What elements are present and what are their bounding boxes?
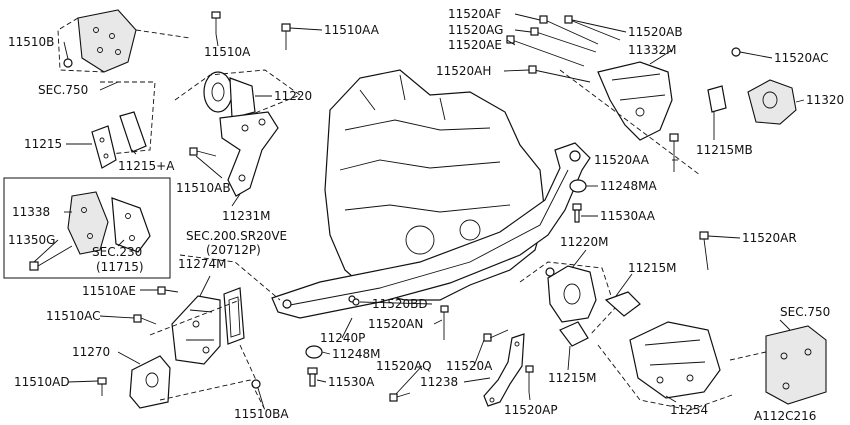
- mount-pad-11215: [91, 125, 117, 169]
- label-11530A: 11530A: [328, 375, 375, 389]
- label-11320: 11320: [806, 93, 844, 107]
- bolt-11520AP: [525, 365, 534, 392]
- label-sec750-upper: SEC.750: [38, 83, 88, 97]
- bracket-11231M: [219, 111, 279, 197]
- label-11510AC: 11510AC: [46, 309, 101, 323]
- bolt-11520AR: [699, 231, 709, 271]
- bolt-11520AA: [669, 133, 679, 172]
- label-11530AA: 11530AA: [600, 209, 656, 223]
- diagram-id: A112C216: [754, 409, 816, 423]
- label-11332M: 11332M: [628, 43, 677, 57]
- label-11510AA: 11510AA: [324, 23, 380, 37]
- label-11240P: 11240P: [320, 331, 365, 345]
- label-11350G: 11350G: [8, 233, 55, 247]
- label-11238: 11238: [420, 375, 458, 389]
- label-11510BA: 11510BA: [234, 407, 289, 421]
- bracket-11238: [483, 333, 525, 407]
- label-11715: (11715): [96, 260, 144, 274]
- plate-sec230: [111, 197, 151, 253]
- bolt-11530A: [307, 367, 318, 387]
- label-11270: 11270: [72, 345, 110, 359]
- bolts-upper-right: [506, 15, 621, 83]
- label-sec200: SEC.200.SR20VE: [186, 229, 287, 243]
- label-11520AC: 11520AC: [774, 51, 829, 65]
- bracket-sec750-lower: [729, 325, 827, 405]
- label-11520AE: 11520AE: [448, 38, 502, 52]
- label-11520BD: 11520BD: [372, 297, 428, 311]
- bushing-11248M: [305, 345, 323, 359]
- label-11231M: 11231M: [222, 209, 271, 223]
- mount-11220M: [519, 261, 616, 336]
- bolt-11520AQ: [389, 392, 411, 402]
- label-11248MA: 11248MA: [600, 179, 658, 193]
- bracket-11274M: [171, 295, 221, 365]
- pad-11215M-lower: [559, 321, 589, 347]
- label-11520AF: 11520AF: [448, 7, 501, 21]
- label-11520A: 11520A: [446, 359, 493, 373]
- label-11520AP: 11520AP: [504, 403, 558, 417]
- pad-11215MB: [707, 85, 727, 113]
- bracket-11254: [597, 321, 733, 411]
- label-11510AE: 11510AE: [82, 284, 136, 298]
- bolt-11520A: [483, 329, 509, 342]
- label-11520AH: 11520AH: [436, 64, 491, 78]
- bracket-11338: [67, 191, 109, 255]
- label-11520AQ: 11520AQ: [376, 359, 432, 373]
- bolt-11510AC: [133, 314, 157, 325]
- assembly-guide-lines-sec200: [179, 254, 281, 301]
- label-11520AR: 11520AR: [742, 231, 797, 245]
- bolt-11510AD: [97, 377, 107, 396]
- bolt-11510A: [211, 11, 221, 34]
- label-11510AB: 11510AB: [176, 181, 231, 195]
- label-11510A: 11510A: [204, 45, 251, 59]
- label-11254: 11254: [670, 403, 708, 417]
- detail-inset-box: [3, 177, 171, 279]
- mount-11270: [129, 355, 171, 409]
- label-11520AB: 11520AB: [628, 25, 683, 39]
- label-11220: 11220: [274, 89, 312, 103]
- label-11520AG: 11520AG: [448, 23, 503, 37]
- bolt-11510B: [63, 58, 73, 68]
- bracket-sec750-upper: [57, 9, 191, 156]
- bolt-11530AA: [572, 203, 582, 223]
- bolt-11350G: [29, 245, 73, 271]
- label-11215MB: 11215MB: [696, 143, 753, 157]
- label-11215M-lower: 11215M: [548, 371, 597, 385]
- label-11510B: 11510B: [8, 35, 54, 49]
- label-11274M: 11274M: [178, 257, 227, 271]
- label-11510AD: 11510AD: [14, 375, 70, 389]
- bushing-11248MA: [569, 179, 587, 193]
- mount-11220: [174, 69, 301, 119]
- label-11248M: 11248M: [332, 347, 381, 361]
- bolt-11510AB: [189, 147, 217, 157]
- label-20712P: (20712P): [206, 243, 261, 257]
- label-11220M: 11220M: [560, 235, 609, 249]
- label-11338: 11338: [12, 205, 50, 219]
- label-11215: 11215: [24, 137, 62, 151]
- label-11215A: 11215+A: [118, 159, 175, 173]
- mount-pad-11215A: [119, 111, 147, 153]
- label-sec750-lower: SEC.750: [780, 305, 830, 319]
- callout-labels: 11510B 11510A 11510AA 11520AF 11520AG 11…: [8, 7, 844, 423]
- leader-lines: [33, 13, 805, 409]
- bolt-11510AE: [157, 286, 179, 295]
- mount-11320: [731, 47, 797, 125]
- bolt-11510AA: [281, 23, 291, 50]
- bolt-11520BD: [352, 298, 360, 306]
- bolt-11520AN: [440, 305, 449, 340]
- mount-11332M: [559, 61, 701, 176]
- label-11215M-upper: 11215M: [628, 261, 677, 275]
- pad-11215M-upper: [604, 291, 641, 317]
- assembly-guide-lines-left: [149, 299, 266, 411]
- label-11520AN: 11520AN: [368, 317, 423, 331]
- label-11520AA: 11520AA: [594, 153, 650, 167]
- gasket-20712P: [223, 287, 245, 345]
- label-sec230: SEC.230: [92, 245, 142, 259]
